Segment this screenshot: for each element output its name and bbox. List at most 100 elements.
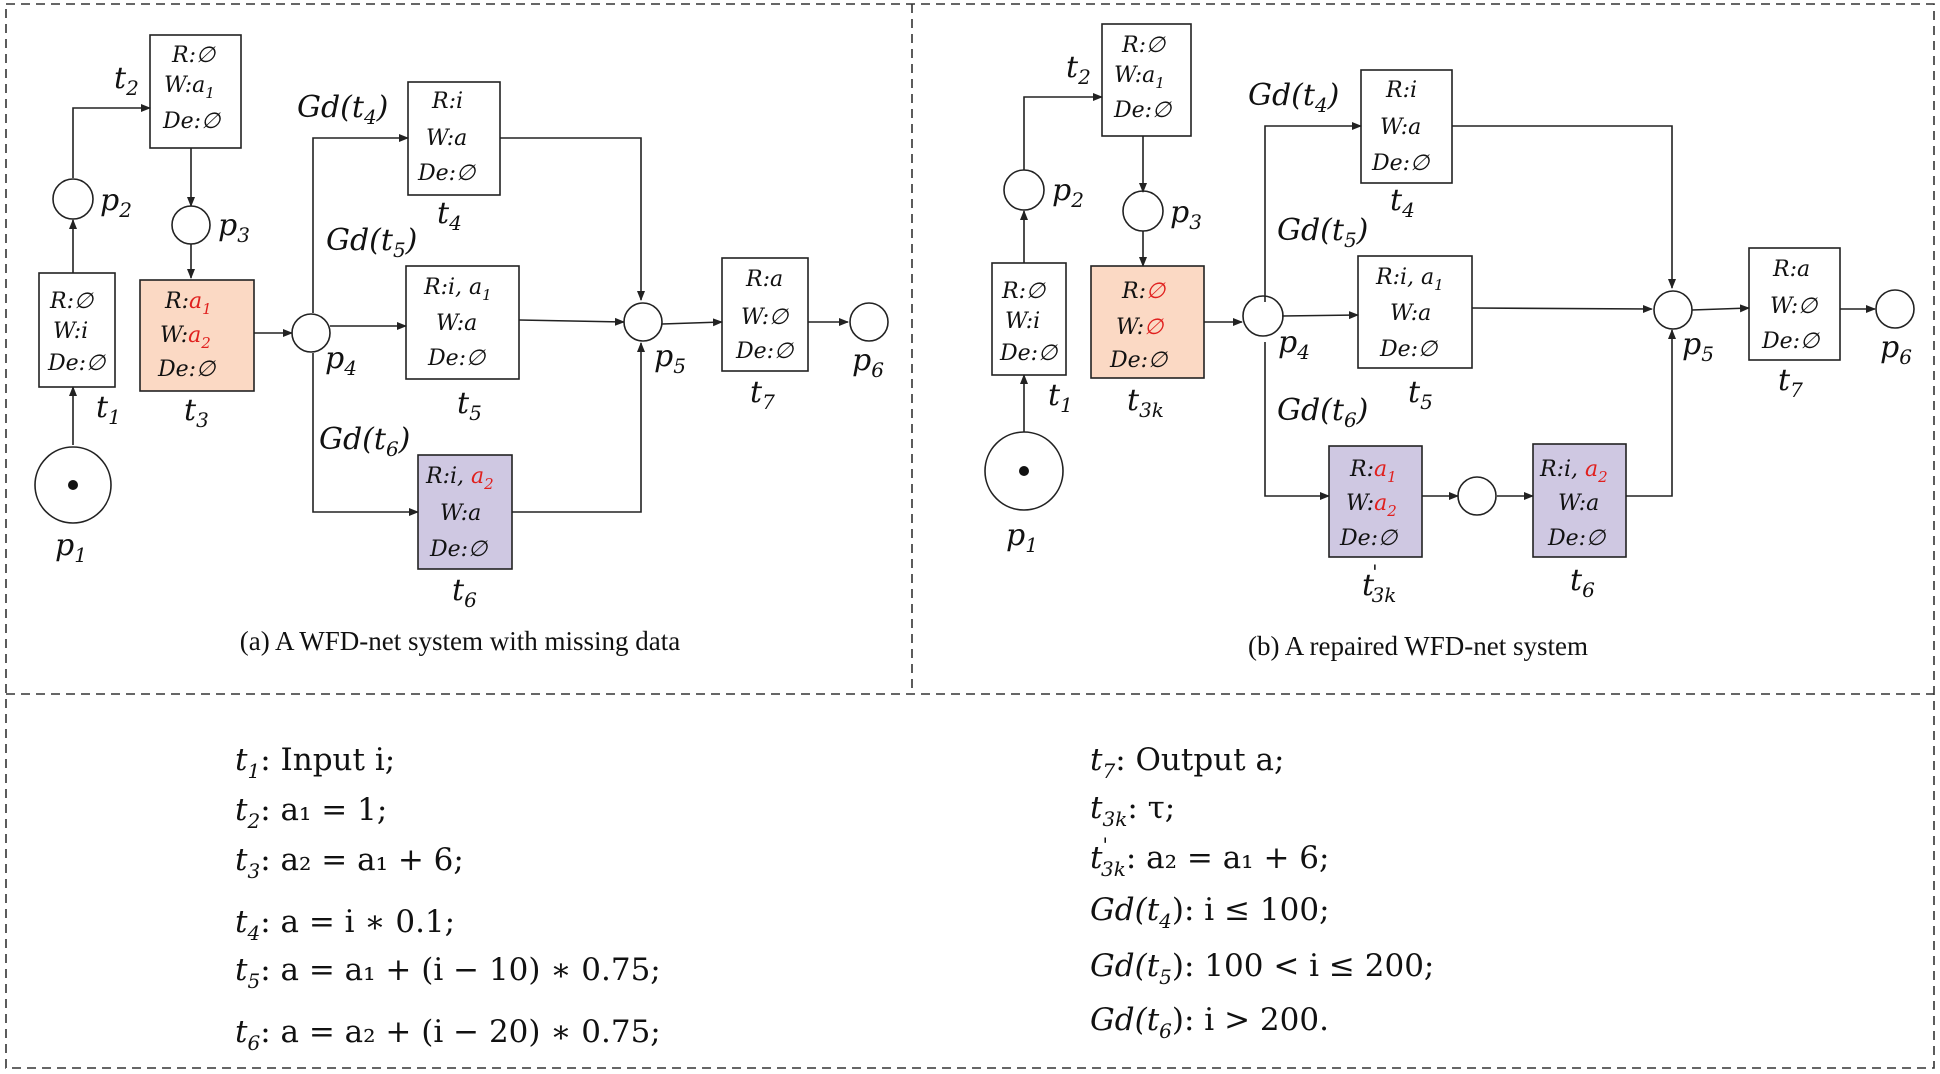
t6-a-label: t6 (452, 573, 477, 612)
t4-a-label: t4 (437, 196, 462, 235)
t3k-b-delete: De:∅ (1109, 348, 1168, 373)
transition-t1-a (38, 272, 116, 388)
outer-frame (5, 3, 1935, 1069)
place-p6-b (1875, 289, 1915, 329)
t3-a-delete: De:∅ (157, 357, 216, 382)
legend-left-line-6: t6: a = a₂ + (i − 20) ∗ 0.75; (235, 1014, 661, 1055)
panel-a-labels: R:∅ W:i De:∅ R:∅ W:a1 De:∅ R:a1 W:a2 De:… (47, 43, 794, 562)
arc-p2-t2 (72, 104, 151, 178)
legend-left-line-4: t4: a = i ∗ 0.1; (235, 904, 455, 945)
arc-t5-p5-b (1471, 304, 1653, 313)
place-p1-a (34, 446, 112, 524)
t7-a-label: t7 (750, 375, 775, 414)
t5-b-delete: De:∅ (1379, 337, 1438, 362)
p6-a-label: p6 (852, 343, 884, 382)
t2-a-write: W:a1 (164, 73, 215, 102)
t4-a-write: W:a (426, 126, 467, 151)
legend-right-line-6: Gd(t6): i > 200. (1090, 1002, 1329, 1043)
t1-b-write: W:i (1005, 309, 1040, 334)
t1-a-read: R:∅ (49, 289, 94, 314)
transition-t2-a (149, 34, 242, 149)
place-p5-a (623, 302, 663, 342)
arc-p4-t4-b (1264, 122, 1362, 302)
legend-left-line-5: t5: a = a₁ + (i − 10) ∗ 0.75; (235, 952, 661, 993)
t1-a-write: W:i (53, 319, 88, 344)
t2-a-label: t2 (114, 61, 139, 100)
guard-t6-b: Gd(t6) (1277, 393, 1368, 432)
t6-b-delete: De:∅ (1547, 526, 1606, 551)
t7-a-delete: De:∅ (735, 339, 794, 364)
t6-b-write: W:a (1558, 491, 1599, 516)
arc-t6-p5-b (1626, 329, 1676, 497)
t5-a-delete: De:∅ (427, 346, 486, 371)
t4-a-read: R:i (431, 89, 463, 114)
t3kp-b-delete: De:∅ (1339, 526, 1398, 551)
transition-t5-b (1357, 255, 1473, 369)
place-p2-a (52, 178, 94, 220)
t4-a-delete: De:∅ (417, 161, 476, 186)
p2-b-label: p2 (1052, 173, 1084, 212)
t7-a-read: R:a (745, 267, 783, 292)
t4-b-label: t4 (1390, 183, 1415, 222)
t5-b-label: t5 (1408, 375, 1433, 414)
t1-a-delete: De:∅ (47, 351, 106, 376)
arc-t5-p5 (518, 317, 625, 326)
arc-p4-t3kp-b (1264, 342, 1330, 500)
transition-t6-a (417, 454, 513, 570)
t3-a-write: W:a2 (160, 323, 211, 352)
legend-right-line-2: t3k: τ; (1090, 790, 1175, 831)
transition-t3k-b (1090, 265, 1205, 379)
t6-a-delete: De:∅ (429, 537, 488, 562)
transition-t7-a (721, 257, 809, 372)
t4-b-delete: De:∅ (1371, 151, 1430, 176)
place-p3-a (171, 205, 211, 245)
panel-a-caption: (a) A WFD-net system with missing data (240, 626, 680, 656)
t7-b-label: t7 (1778, 363, 1803, 402)
p4-a-label: p4 (325, 341, 357, 380)
t3kp-b-read: R:a1 (1349, 457, 1397, 486)
arc-p2-t2-b (1023, 93, 1103, 170)
legend-right: t7: Output a; t3k: τ;t'3k: a₂ = a₁ + 6; Gd… (1090, 742, 1434, 1043)
t5-b-write: W:a (1390, 301, 1431, 326)
t6-a-read: R:i, a2 (425, 464, 494, 493)
t5-a-write: W:a (436, 311, 477, 336)
place-p4-b (1242, 295, 1284, 337)
arc-p5-t7-b (1691, 304, 1750, 313)
t2-b-write: W:a1 (1114, 63, 1165, 92)
legend-right-line-5: Gd(t5): 100 < i ≤ 200; (1090, 948, 1434, 989)
p1-b-label: p1 (1006, 518, 1038, 557)
t3kp-b-label: t'3k (1362, 560, 1396, 607)
transition-t7-b (1748, 247, 1841, 361)
place-p1-b (984, 431, 1064, 511)
place-p2-b (1003, 169, 1045, 211)
place-p3-b (1122, 190, 1164, 232)
p5-a-label: p5 (654, 339, 686, 378)
panel-b-labels: R:∅ W:i De:∅ R:∅ W:a1 De:∅ R:∅ W:∅ De:∅ … (999, 33, 1820, 551)
t3-a-label: t3 (184, 393, 209, 432)
t3kp-b-write: W:a2 (1346, 491, 1397, 520)
p6-b-label: p6 (1880, 330, 1912, 369)
p2-a-label: p2 (100, 183, 132, 222)
t4-b-read: R:i (1385, 78, 1417, 103)
legend-right-line-3: t'3k: a₂ = a₁ + 6; (1090, 833, 1329, 881)
t7-b-delete: De:∅ (1761, 329, 1820, 354)
guard-t5-a: Gd(t5) (326, 223, 417, 262)
arc-t6-p5 (512, 342, 645, 513)
t7-b-read: R:a (1772, 257, 1810, 282)
t3k-b-read: R:∅ (1121, 279, 1166, 304)
transition-t5-a (405, 265, 520, 380)
t6-a-write: W:a (440, 501, 481, 526)
transition-t2-b (1101, 23, 1192, 137)
arc-p4-t5-b (1281, 311, 1359, 320)
legend-right-line-1: t7: Output a; (1090, 742, 1284, 783)
transition-t3-a (139, 279, 255, 392)
p4-b-label: p4 (1278, 325, 1310, 364)
panel-a (34, 34, 889, 570)
transition-t3kp-b (1328, 445, 1423, 558)
p1-a-label: p1 (55, 528, 87, 567)
guard-t6-a: Gd(t6) (319, 422, 410, 461)
t2-b-label: t2 (1066, 50, 1091, 89)
arc-p4-t4 (312, 134, 409, 313)
t1-b-label: t1 (1048, 378, 1073, 417)
